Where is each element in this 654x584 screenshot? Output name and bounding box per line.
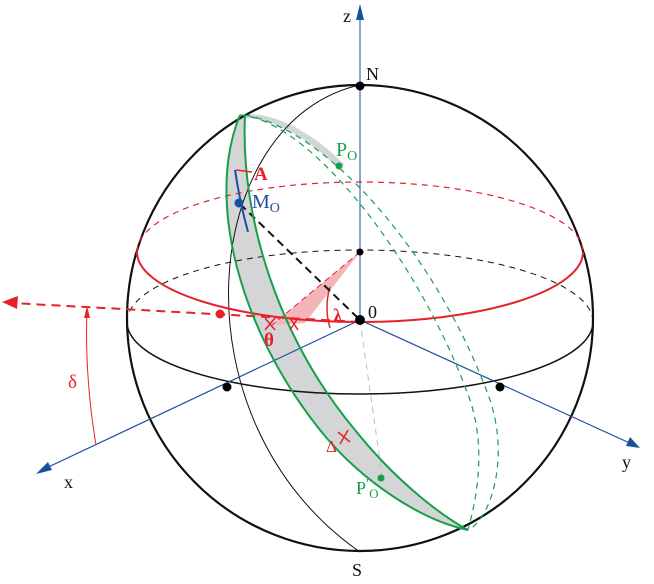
label-origin: 0 xyxy=(368,302,377,322)
red-arrow xyxy=(2,296,18,309)
label-pole-prime: P′O xyxy=(356,477,378,501)
meteor-point xyxy=(234,198,244,208)
pole-prime-point xyxy=(377,474,385,482)
delta-arrow xyxy=(84,306,90,318)
azimuth-arrow xyxy=(235,169,253,173)
pole-point xyxy=(335,162,343,170)
meridian xyxy=(228,84,361,553)
label-y: y xyxy=(622,452,631,472)
green-circle-1 xyxy=(225,114,469,531)
red-dash-2 xyxy=(271,251,361,326)
y-axis xyxy=(359,319,635,446)
label-Delta: Δ xyxy=(326,437,337,456)
theta-mark xyxy=(264,317,299,331)
y-arrow xyxy=(626,437,640,448)
green-back-1 xyxy=(244,114,499,531)
label-delta: δ xyxy=(68,372,77,393)
red-direction xyxy=(11,302,361,323)
x-equator-point xyxy=(222,382,232,392)
x-axis xyxy=(41,319,361,471)
z-arrow xyxy=(356,4,364,20)
Delta-mark xyxy=(337,429,351,445)
label-pole: PO xyxy=(336,139,357,164)
delta-arc xyxy=(86,311,97,446)
green-back-2 xyxy=(239,114,480,531)
z-lower xyxy=(359,319,383,476)
label-lambda: λ xyxy=(333,306,343,327)
label-azimuth: A xyxy=(254,164,268,185)
origin-point xyxy=(355,315,365,325)
label-south: S xyxy=(352,560,362,580)
grey-band-top xyxy=(240,114,345,168)
label-north: N xyxy=(366,64,379,84)
x-arrow xyxy=(36,462,52,474)
label-theta: θ xyxy=(264,330,274,351)
label-meteor: MO xyxy=(252,191,280,216)
mo-line xyxy=(239,203,361,321)
y-equator-point xyxy=(495,382,505,392)
red-point xyxy=(215,309,225,319)
equator-front xyxy=(126,321,594,395)
north-point xyxy=(355,81,365,91)
label-z: z xyxy=(343,6,351,26)
green-circle-2 xyxy=(243,114,469,531)
inner-point xyxy=(356,248,364,256)
label-x: x xyxy=(64,472,73,492)
